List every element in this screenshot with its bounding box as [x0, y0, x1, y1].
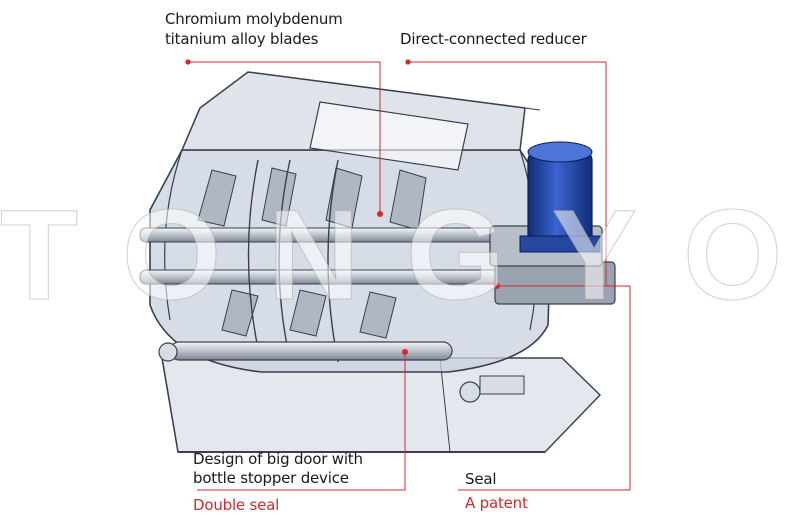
- trough-ribs: [247, 159, 339, 363]
- leader-dots: [185, 59, 500, 355]
- blades-label-line1: Chromium molybdenum: [165, 10, 343, 28]
- seal-label: Seal: [465, 470, 497, 488]
- blades-label-line2: titanium alloy blades: [165, 30, 319, 48]
- door-label-line1: Design of big door with: [193, 450, 363, 468]
- leader-lines: [188, 61, 631, 491]
- reducer-label: Direct-connected reducer: [400, 30, 587, 48]
- double-seal-label: Double seal: [193, 496, 280, 514]
- patent-label: A patent: [465, 494, 528, 512]
- mixing-shafts: [139, 227, 509, 285]
- door-label-line2: bottle stopper device: [193, 469, 349, 487]
- mixing-blades: [197, 167, 427, 339]
- discharge-door: [158, 341, 525, 403]
- reducer-assembly: [489, 141, 616, 305]
- feed-hopper: [180, 71, 541, 171]
